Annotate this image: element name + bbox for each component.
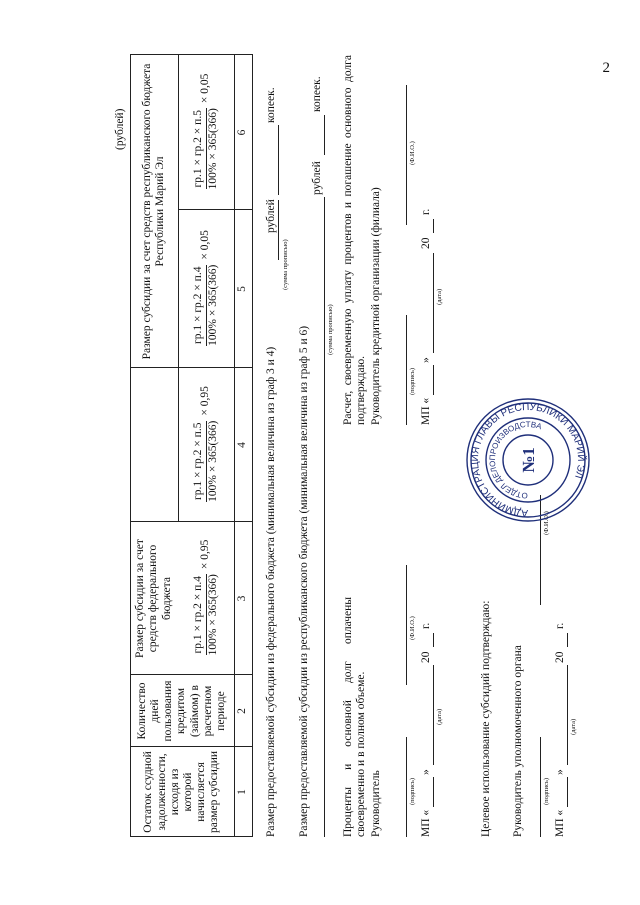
fed-kop-label: копеек. [265,87,277,123]
right-date-hint: (дата) [436,288,443,305]
bottom-quote: » [554,769,566,775]
left-paid-statement: Проценты и основной долг оплачены своевр… [342,597,368,837]
fed-rub-label: рублей [265,199,277,233]
left-quote: » [420,769,432,775]
bottom-g: г. [554,622,566,629]
right-head-label: Руководитель кредитной организации (фили… [370,187,382,425]
left-mp-label: МП « [420,809,432,837]
left-year: 20 [420,651,432,664]
bottom-mp-label: МП « [554,809,566,837]
bottom-confirm-label: Целевое использование субсидий подтвержд… [480,600,492,837]
fed-subsidy-text: Размер предоставляемой субсидии из федер… [265,346,277,837]
page-number: 2 [602,60,611,76]
bottom-head-label: Руководитель уполномоченного органа [512,645,524,837]
rep-header: Размер субсидии за счет средств республи… [140,63,166,360]
left-fio-hint: (Ф.И.О.) [409,616,416,640]
fed-header: Размер субсидии за счет средств федераль… [134,539,173,658]
col-number-6: 6 [236,129,249,136]
right-year: 20 [420,237,432,250]
bottom-year: 20 [554,651,566,664]
left-sig-hint: (подпись) [409,778,416,805]
right-fio-hint: (Ф.И.О.) [409,141,416,165]
currency-note: (рублей) [114,108,126,150]
col-number-3: 3 [236,595,249,602]
bottom-sig-hint: (подпись) [543,778,550,805]
right-calc-statement: Расчет, своевременную уплату процентов и… [342,55,368,425]
col-number-5: 5 [236,286,249,292]
col-number-1: 1 [236,789,249,795]
rep-subsidy-text: Размер предоставляемой субсидии из респу… [298,325,310,837]
right-mp-label: МП « [420,397,432,425]
left-head-label: Руководитель [370,770,382,837]
stamp-number: №1 [519,447,538,473]
right-quote: » [420,357,432,363]
col2-header: Количество дней пользования кредитом (за… [135,680,228,742]
right-sig-hint: (подпись) [409,368,416,395]
right-g: г. [420,208,432,215]
bottom-date-hint: (дата) [570,718,577,735]
col-number-2: 2 [236,708,249,714]
col-number-4: 4 [236,442,249,448]
col1-header: Остаток ссудной задолженности, исходя из… [142,750,221,834]
official-stamp: АДМИНИСТРАЦИЯ ГЛАВЫ РЕСПУБЛИКИ МАРИЙ ЭЛ … [466,398,590,522]
rotated-form: (рублей) Остаток ссудной задолженности, … [108,54,628,845]
rep-kop-label: копеек. [311,76,323,112]
left-g: г. [420,622,432,629]
rep-rub-label: рублей [311,161,323,195]
fed-sum-words-hint: (сумма прописью) [282,239,289,290]
left-date-hint: (дата) [436,708,443,725]
rep-sum-words-hint: (сумма прописью) [327,304,334,355]
